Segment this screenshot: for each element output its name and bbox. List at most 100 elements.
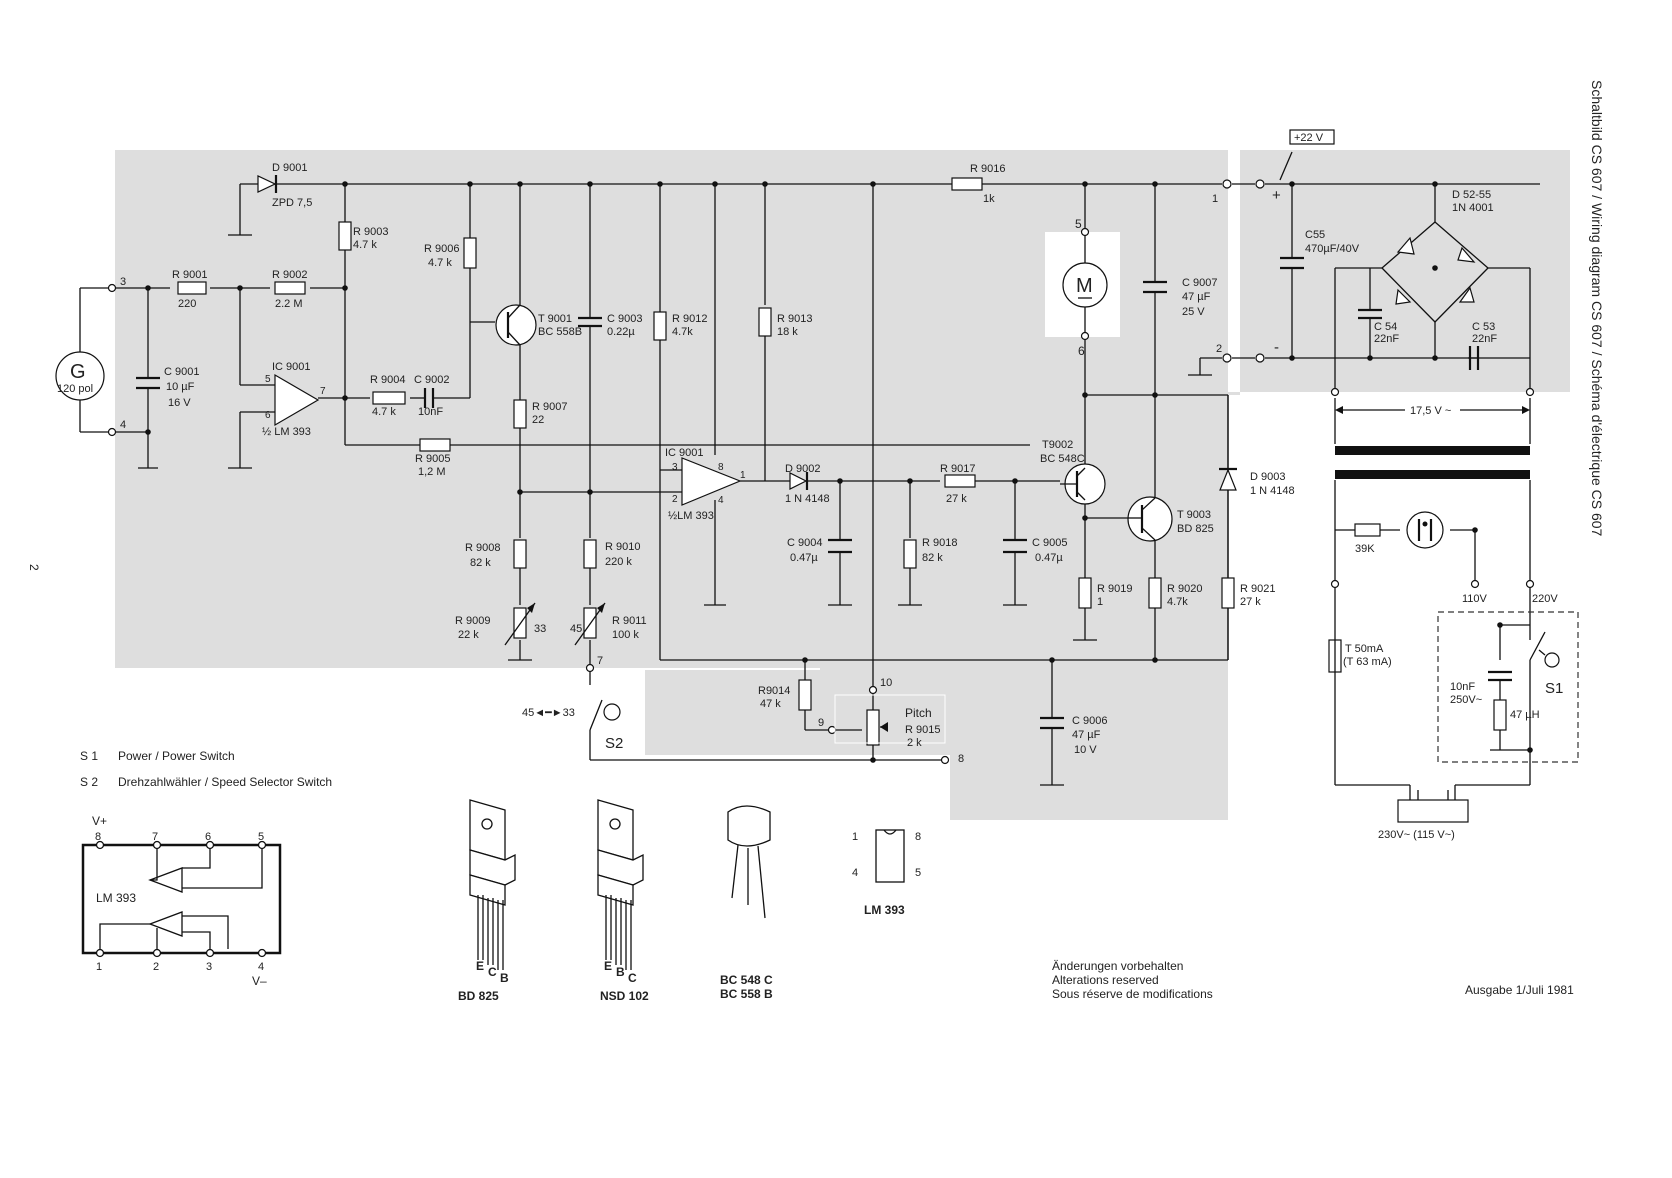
label-r9013: R 9013 bbox=[777, 313, 812, 325]
value-c55: 470µF/40V bbox=[1305, 243, 1360, 255]
label-c55: C55 bbox=[1305, 229, 1325, 241]
value-c9004: 0.47µ bbox=[790, 552, 818, 564]
legend-s1-key: S 1 bbox=[80, 749, 98, 763]
value-c9001-b: 16 V bbox=[168, 397, 191, 409]
label-lm393-half-a: ½ LM 393 bbox=[262, 426, 311, 438]
label-r9004: R 9004 bbox=[370, 374, 405, 386]
ic-a-pin-5: 5 bbox=[265, 374, 271, 385]
value-r9007: 22 bbox=[532, 414, 544, 426]
value-c53: 22nF bbox=[1472, 333, 1497, 345]
pinout-p6: 6 bbox=[205, 831, 211, 843]
lm393-pinout: V+ V– LM 393 8 7 6 5 1 2 3 4 bbox=[81, 814, 282, 988]
resistor-r9003 bbox=[338, 221, 352, 251]
label-ic9001-a: IC 9001 bbox=[272, 361, 311, 373]
pin-5: 5 bbox=[1075, 217, 1082, 231]
pin-numbers: 1 2 3 4 5 6 7 8 9 10 5 6 7 3 2 8 4 1 + - bbox=[120, 187, 1281, 765]
package-labels: E C B BD 825 E B C NSD 102 BC 548 C BC 5… bbox=[458, 831, 921, 1003]
label-r9009: R 9009 bbox=[455, 615, 490, 627]
label-r9010: R 9010 bbox=[605, 541, 640, 553]
wires bbox=[79, 151, 1540, 800]
edition: Ausgabe 1/Juli 1981 bbox=[1465, 983, 1574, 997]
note-line-1: Änderungen vorbehalten bbox=[1052, 959, 1183, 973]
value-r9016: 1k bbox=[983, 193, 995, 205]
label-r9019: R 9019 bbox=[1097, 583, 1132, 595]
value-d5255: 1N 4001 bbox=[1452, 202, 1494, 214]
label-t9003: T 9003 bbox=[1177, 509, 1211, 521]
value-r9010: 220 k bbox=[605, 556, 632, 568]
label-s1: S1 bbox=[1545, 680, 1563, 697]
pkg-dip-1: 1 bbox=[852, 831, 858, 843]
pkg-bd825-b: B bbox=[500, 971, 509, 985]
ic-b-pin-8: 8 bbox=[718, 462, 724, 473]
pkg-bd825-c: C bbox=[488, 965, 497, 979]
pinout-p7: 7 bbox=[152, 831, 158, 843]
note-line-3: Sous réserve de modifications bbox=[1052, 987, 1213, 1001]
label-c9007: C 9007 bbox=[1182, 277, 1217, 289]
value-r9008: 82 k bbox=[470, 557, 491, 569]
label-110v: 110V bbox=[1462, 593, 1488, 605]
value-r9015: 2 k bbox=[907, 737, 922, 749]
pkg-nsd-b: B bbox=[616, 965, 625, 979]
generator-symbol bbox=[55, 351, 105, 401]
value-c9005: 0.47µ bbox=[1035, 552, 1063, 564]
generator-letter: G bbox=[70, 361, 86, 383]
value-c9003: 0.22µ bbox=[607, 326, 635, 338]
label-d5255: D 52-55 bbox=[1452, 189, 1491, 201]
resistor-r9017 bbox=[944, 474, 976, 488]
pkg-dip-5: 5 bbox=[915, 867, 921, 879]
pin-9: 9 bbox=[818, 717, 824, 729]
value-r9018: 82 k bbox=[922, 552, 943, 564]
label-r9007: R 9007 bbox=[532, 401, 567, 413]
pinout-name: LM 393 bbox=[96, 891, 136, 905]
value-r9003: 4.7 k bbox=[353, 239, 377, 251]
pkg-bc548c: BC 548 C bbox=[720, 973, 773, 987]
label-mains: 230V~ (115 V~) bbox=[1378, 829, 1455, 841]
label-47uh: 47 µH bbox=[1510, 709, 1540, 721]
pin-7: 7 bbox=[597, 655, 603, 667]
value-r9019: 1 bbox=[1097, 596, 1103, 608]
resistor-r9018 bbox=[903, 539, 917, 569]
side-title: Schaltbild CS 607 / Wiring diagram CS 60… bbox=[1589, 80, 1605, 537]
label-c9005: C 9005 bbox=[1032, 537, 1067, 549]
value-r9013: 18 k bbox=[777, 326, 798, 338]
label-pitch: Pitch bbox=[905, 706, 932, 720]
pin-1: 1 bbox=[1212, 193, 1218, 205]
label-d9002: D 9002 bbox=[785, 463, 820, 475]
value-t9001: BC 558B bbox=[538, 326, 582, 338]
trim-33: 33 bbox=[534, 623, 546, 635]
label-17-5v: 17,5 V ~ bbox=[1410, 405, 1451, 417]
resistor-r9012 bbox=[653, 311, 667, 341]
value-r9002: 2.2 M bbox=[275, 298, 303, 310]
footer-notes: Änderungen vorbehalten Alterations reser… bbox=[1052, 959, 1574, 1001]
resistor-r9001 bbox=[177, 281, 207, 295]
value-r9021: 27 k bbox=[1240, 596, 1261, 608]
label-d9003: D 9003 bbox=[1250, 471, 1285, 483]
value-t9002: BC 548C bbox=[1040, 453, 1085, 465]
label-r9002: R 9002 bbox=[272, 269, 307, 281]
pinout-p8: 8 bbox=[95, 831, 101, 843]
label-c53: C 53 bbox=[1472, 321, 1495, 333]
label-r9017: R 9017 bbox=[940, 463, 975, 475]
label-t9002: T9002 bbox=[1042, 439, 1073, 451]
label-c54: C 54 bbox=[1374, 321, 1397, 333]
pkg-dip-4: 4 bbox=[852, 867, 858, 879]
resistor-r9019 bbox=[1078, 577, 1092, 609]
label-r9021: R 9021 bbox=[1240, 583, 1275, 595]
value-r9020: 4.7k bbox=[1167, 596, 1188, 608]
label-r9018: R 9018 bbox=[922, 537, 957, 549]
value-r9014: 47 k bbox=[760, 698, 781, 710]
value-r9006: 4.7 k bbox=[428, 257, 452, 269]
value-c9006-b: 10 V bbox=[1074, 744, 1097, 756]
resistor-r9013 bbox=[758, 307, 772, 337]
resistor-r9005 bbox=[419, 438, 451, 452]
label-c9006: C 9006 bbox=[1072, 715, 1107, 727]
value-t9003: BD 825 bbox=[1177, 523, 1214, 535]
label-s2: S2 bbox=[605, 735, 623, 752]
pin-8: 8 bbox=[958, 753, 964, 765]
value-r9001: 220 bbox=[178, 298, 196, 310]
pinout-p4: 4 bbox=[258, 961, 264, 973]
legend-s2-key: S 2 bbox=[80, 775, 98, 789]
page-number: 2 bbox=[27, 564, 41, 571]
label-r9001: R 9001 bbox=[172, 269, 207, 281]
